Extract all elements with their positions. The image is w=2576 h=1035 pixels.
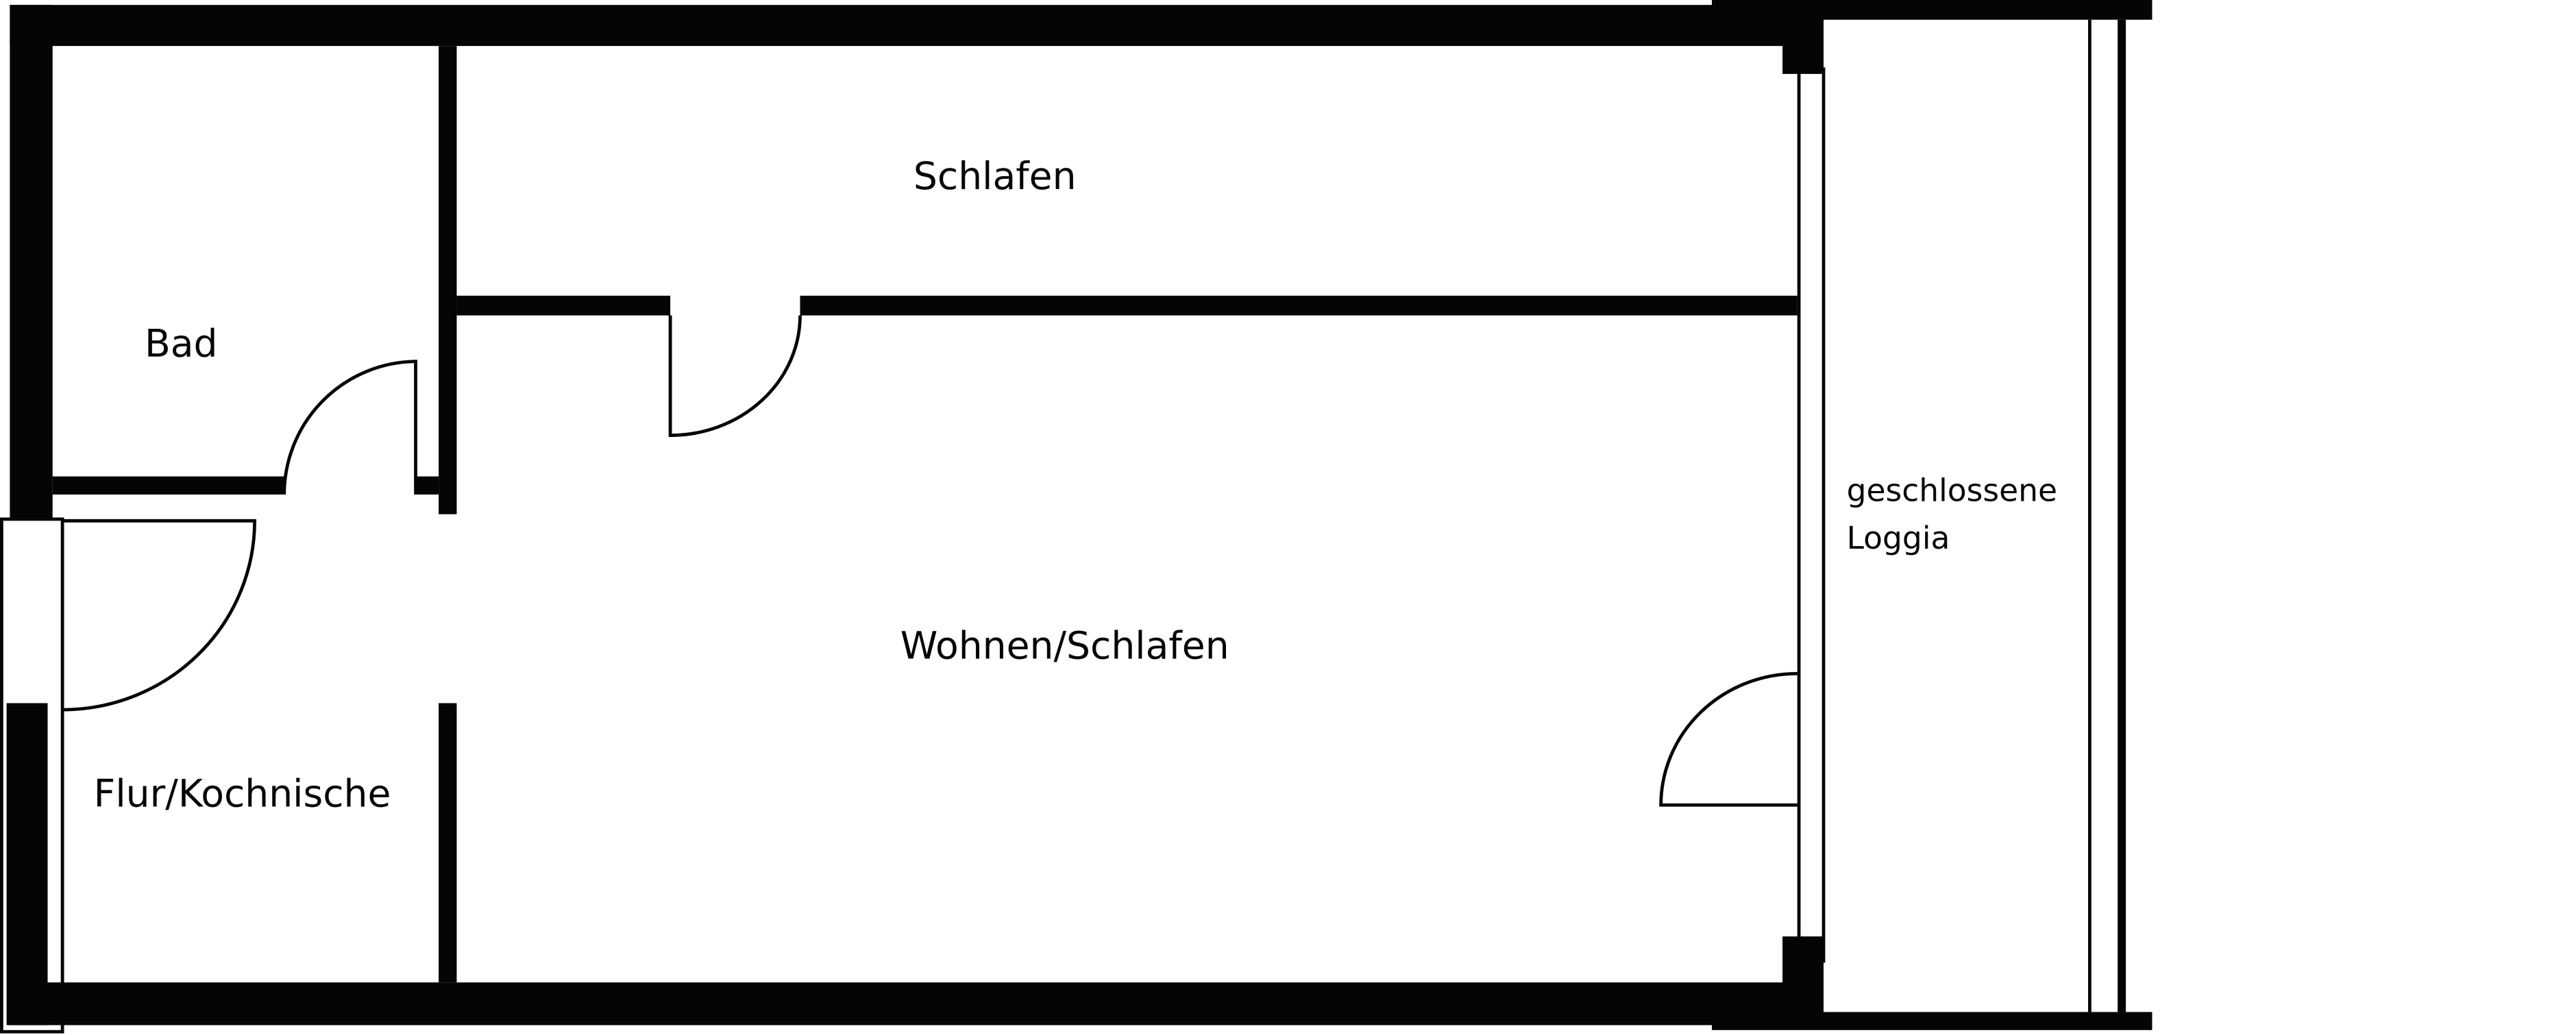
wall-bad-bottom-left [52, 476, 284, 495]
loggia-top [1712, 0, 2152, 20]
room-label-bad: Bad [145, 322, 218, 366]
wall-bottom [10, 982, 1824, 1025]
wall-top [10, 5, 1824, 47]
room-label-wohnen-schlafen: Wohnen/Schlafen [900, 625, 1229, 669]
loggia-rail-inner [2087, 19, 2092, 1012]
room-label-flur-kochnische: Flur/Kochnische [94, 773, 391, 816]
wall-bad-right-lower [439, 703, 457, 983]
wall-bad-bottom-right [415, 476, 439, 495]
door-bad-swing[interactable] [282, 360, 417, 495]
door-loggia-swing[interactable] [1659, 671, 1798, 807]
room-label-loggia-line1: geschlossene [1847, 473, 2057, 509]
loggia-bottom [1712, 1012, 2152, 1030]
wall-schlafen-right [800, 295, 1798, 316]
wall-left-upper [10, 5, 53, 519]
pier-bottom-right [1782, 936, 1824, 1003]
wall-schlafen-left [456, 295, 671, 316]
wall-bad-right-upper [439, 46, 457, 514]
entrance-frame [0, 517, 64, 1034]
window-strip [1797, 67, 1826, 963]
door-entrance-swing[interactable] [62, 519, 256, 712]
room-label-loggia-line2: Loggia [1847, 520, 1950, 556]
wall-left-lower [6, 703, 48, 1025]
loggia-rail-outer [2118, 19, 2126, 1012]
pier-top-right [1782, 19, 1824, 74]
room-label-schlafen: Schlafen [913, 155, 1077, 199]
door-schlafen-swing[interactable] [668, 315, 802, 437]
